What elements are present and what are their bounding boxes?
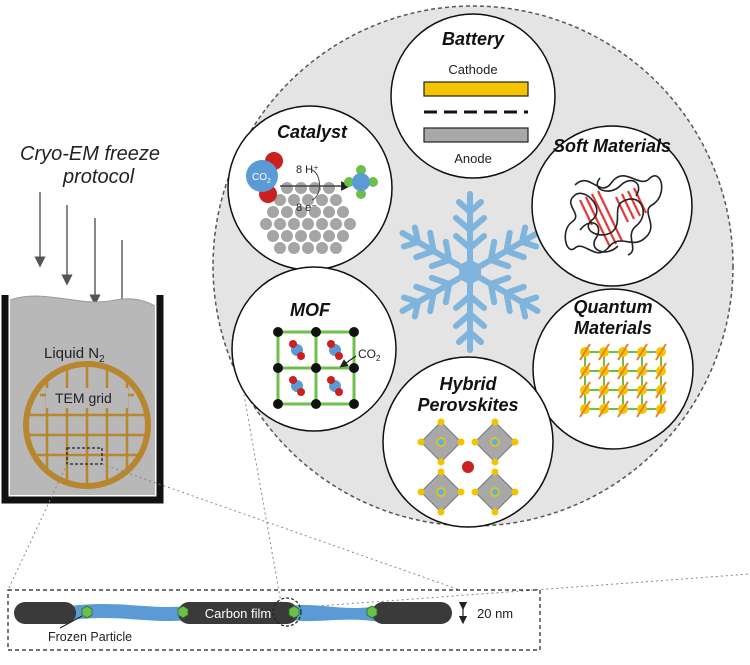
particle-pointer <box>59 615 83 629</box>
mof-co2-label: CO2 <box>358 347 381 363</box>
protons-label: 8 H⁺ <box>296 164 319 176</box>
tem-grid-label: TEM grid <box>55 390 112 406</box>
electrons-label: 8 e⁻ <box>296 202 317 214</box>
tem-grid <box>23 361 151 489</box>
protocol-title-line1: Cryo-EM freeze <box>20 143 160 165</box>
battery-panel <box>390 13 556 179</box>
soft-materials-panel <box>531 125 693 287</box>
catalyst-panel <box>227 105 393 271</box>
mof-panel <box>231 266 397 432</box>
zoom-region-box <box>66 447 103 465</box>
anode-label: Anode <box>454 151 492 166</box>
zoom-lines <box>7 394 750 609</box>
soft-materials-title: Soft Materials <box>553 136 671 156</box>
carbon-film-label: Carbon film <box>205 606 271 621</box>
mof-title: MOF <box>290 300 331 320</box>
battery-title: Battery <box>442 29 505 49</box>
cathode-label: Cathode <box>448 62 497 77</box>
catalyst-title: Catalyst <box>277 122 348 142</box>
carbon-film-panel <box>7 589 541 651</box>
snowflake-icon <box>395 191 544 350</box>
quantum-materials-panel <box>532 288 694 450</box>
frozen-particle-label: Frozen Particle <box>48 630 132 644</box>
quantum-title-line1: Quantum <box>574 297 653 317</box>
perovskites-title-line1: Hybrid <box>439 374 497 394</box>
perovskites-title-line2: Perovskites <box>417 395 518 415</box>
liquid-nitrogen-label: Liquid N2 <box>44 345 105 365</box>
protocol-title-line2: protocol <box>62 166 135 188</box>
thickness-label: 20 nm <box>477 606 513 621</box>
catalyst-co2-label: CO2 <box>252 172 271 185</box>
perovskites-panel <box>382 356 554 528</box>
quantum-title-line2: Materials <box>574 318 652 338</box>
frozen-particles <box>81 605 378 619</box>
zoom-circle <box>272 597 302 627</box>
